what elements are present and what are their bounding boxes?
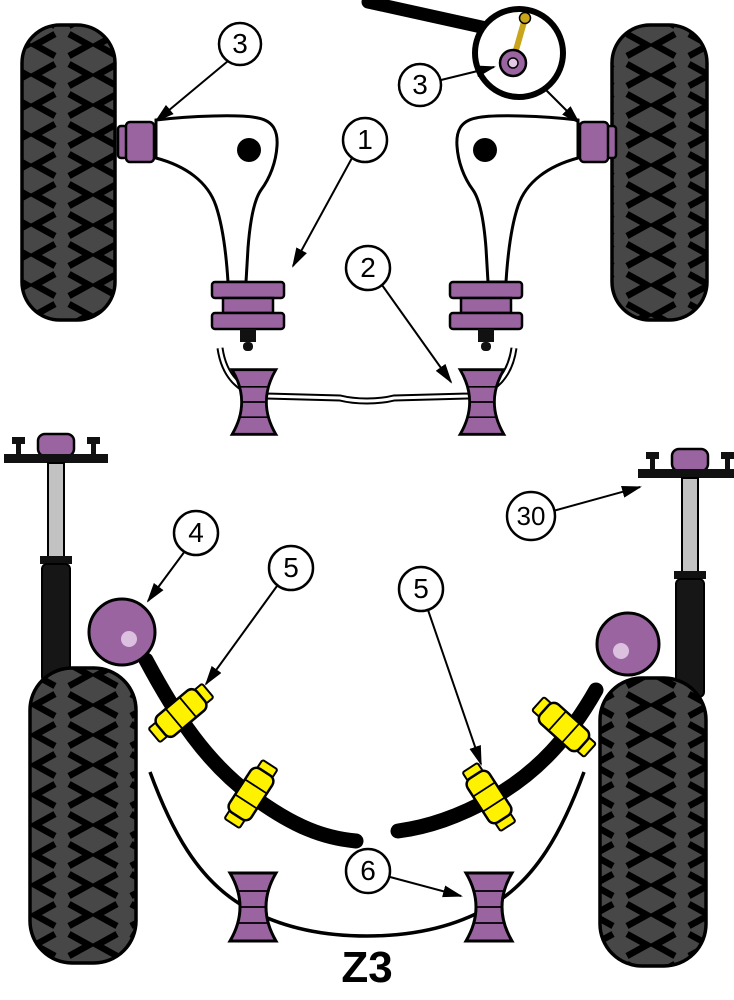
- clamp-5-right-inner: [457, 759, 521, 835]
- callout-3-left-label: 3: [232, 28, 248, 59]
- arrow-5-left: [204, 585, 278, 686]
- tire-rear-left: [28, 666, 138, 965]
- ball-joint-right: [473, 138, 497, 162]
- strut-rear-right: [636, 447, 734, 713]
- arrow-3-left: [154, 60, 229, 123]
- callout-2-label: 2: [360, 252, 376, 283]
- bushing-6-left: [228, 871, 278, 943]
- arrow-1: [292, 157, 353, 268]
- bushing-2-left: [230, 368, 278, 436]
- strut-rear-left: [2, 432, 110, 698]
- bushing-6-right: [464, 871, 514, 943]
- callout-5-right: 5: [397, 565, 445, 613]
- magnifier: [361, 0, 566, 100]
- callout-30-label: 30: [517, 501, 546, 531]
- callout-1: 1: [341, 116, 389, 164]
- arrow-6: [389, 876, 463, 898]
- disc-bushing-4-right: [595, 611, 661, 677]
- magnified-pin-head: [518, 11, 532, 25]
- callout-3-magnifier: 3: [397, 62, 443, 108]
- callout-6: 6: [344, 847, 392, 895]
- ball-joint-left: [237, 138, 261, 162]
- arrow-30: [552, 486, 642, 512]
- front-suspension-view: 3 3 1 2: [20, 0, 709, 436]
- magnifier-handle: [361, 0, 493, 35]
- control-arm-right: [455, 114, 580, 284]
- disc-bushing-4-left: [87, 597, 157, 667]
- callout-4-label: 4: [188, 517, 204, 548]
- callout-5-left-label: 5: [283, 552, 299, 583]
- magnified-pin: [513, 21, 527, 51]
- rear-suspension-view: 4 5 5 30 6 Z3: [2, 432, 734, 992]
- tire-front-left: [20, 23, 117, 322]
- callout-4: 4: [172, 509, 220, 557]
- callout-3-left: 3: [217, 21, 263, 67]
- tire-rear-right: [598, 676, 708, 968]
- arrow-5-right: [427, 609, 482, 766]
- arrow-3-mag: [440, 65, 496, 81]
- bushing-1-right: [448, 280, 524, 353]
- arrow-2: [381, 284, 453, 384]
- callout-5-right-label: 5: [413, 573, 429, 604]
- arrow-4: [146, 550, 186, 603]
- tire-front-right: [610, 23, 709, 322]
- arrow-mag-to-bushing: [544, 88, 581, 125]
- callout-5-left: 5: [267, 544, 315, 592]
- bushing-3-left: [116, 120, 156, 164]
- bushing-2-right: [458, 368, 506, 436]
- bushing-1-left: [210, 280, 286, 353]
- control-arm-left: [154, 114, 279, 284]
- model-label: Z3: [341, 943, 392, 992]
- magnified-bushing-bore: [507, 57, 519, 69]
- callout-2: 2: [344, 244, 392, 292]
- callout-6-label: 6: [360, 855, 376, 886]
- callout-1-label: 1: [357, 124, 373, 155]
- bushing-3-right: [578, 120, 618, 164]
- callout-3-magnifier-label: 3: [412, 69, 428, 100]
- callout-30: 30: [505, 490, 557, 542]
